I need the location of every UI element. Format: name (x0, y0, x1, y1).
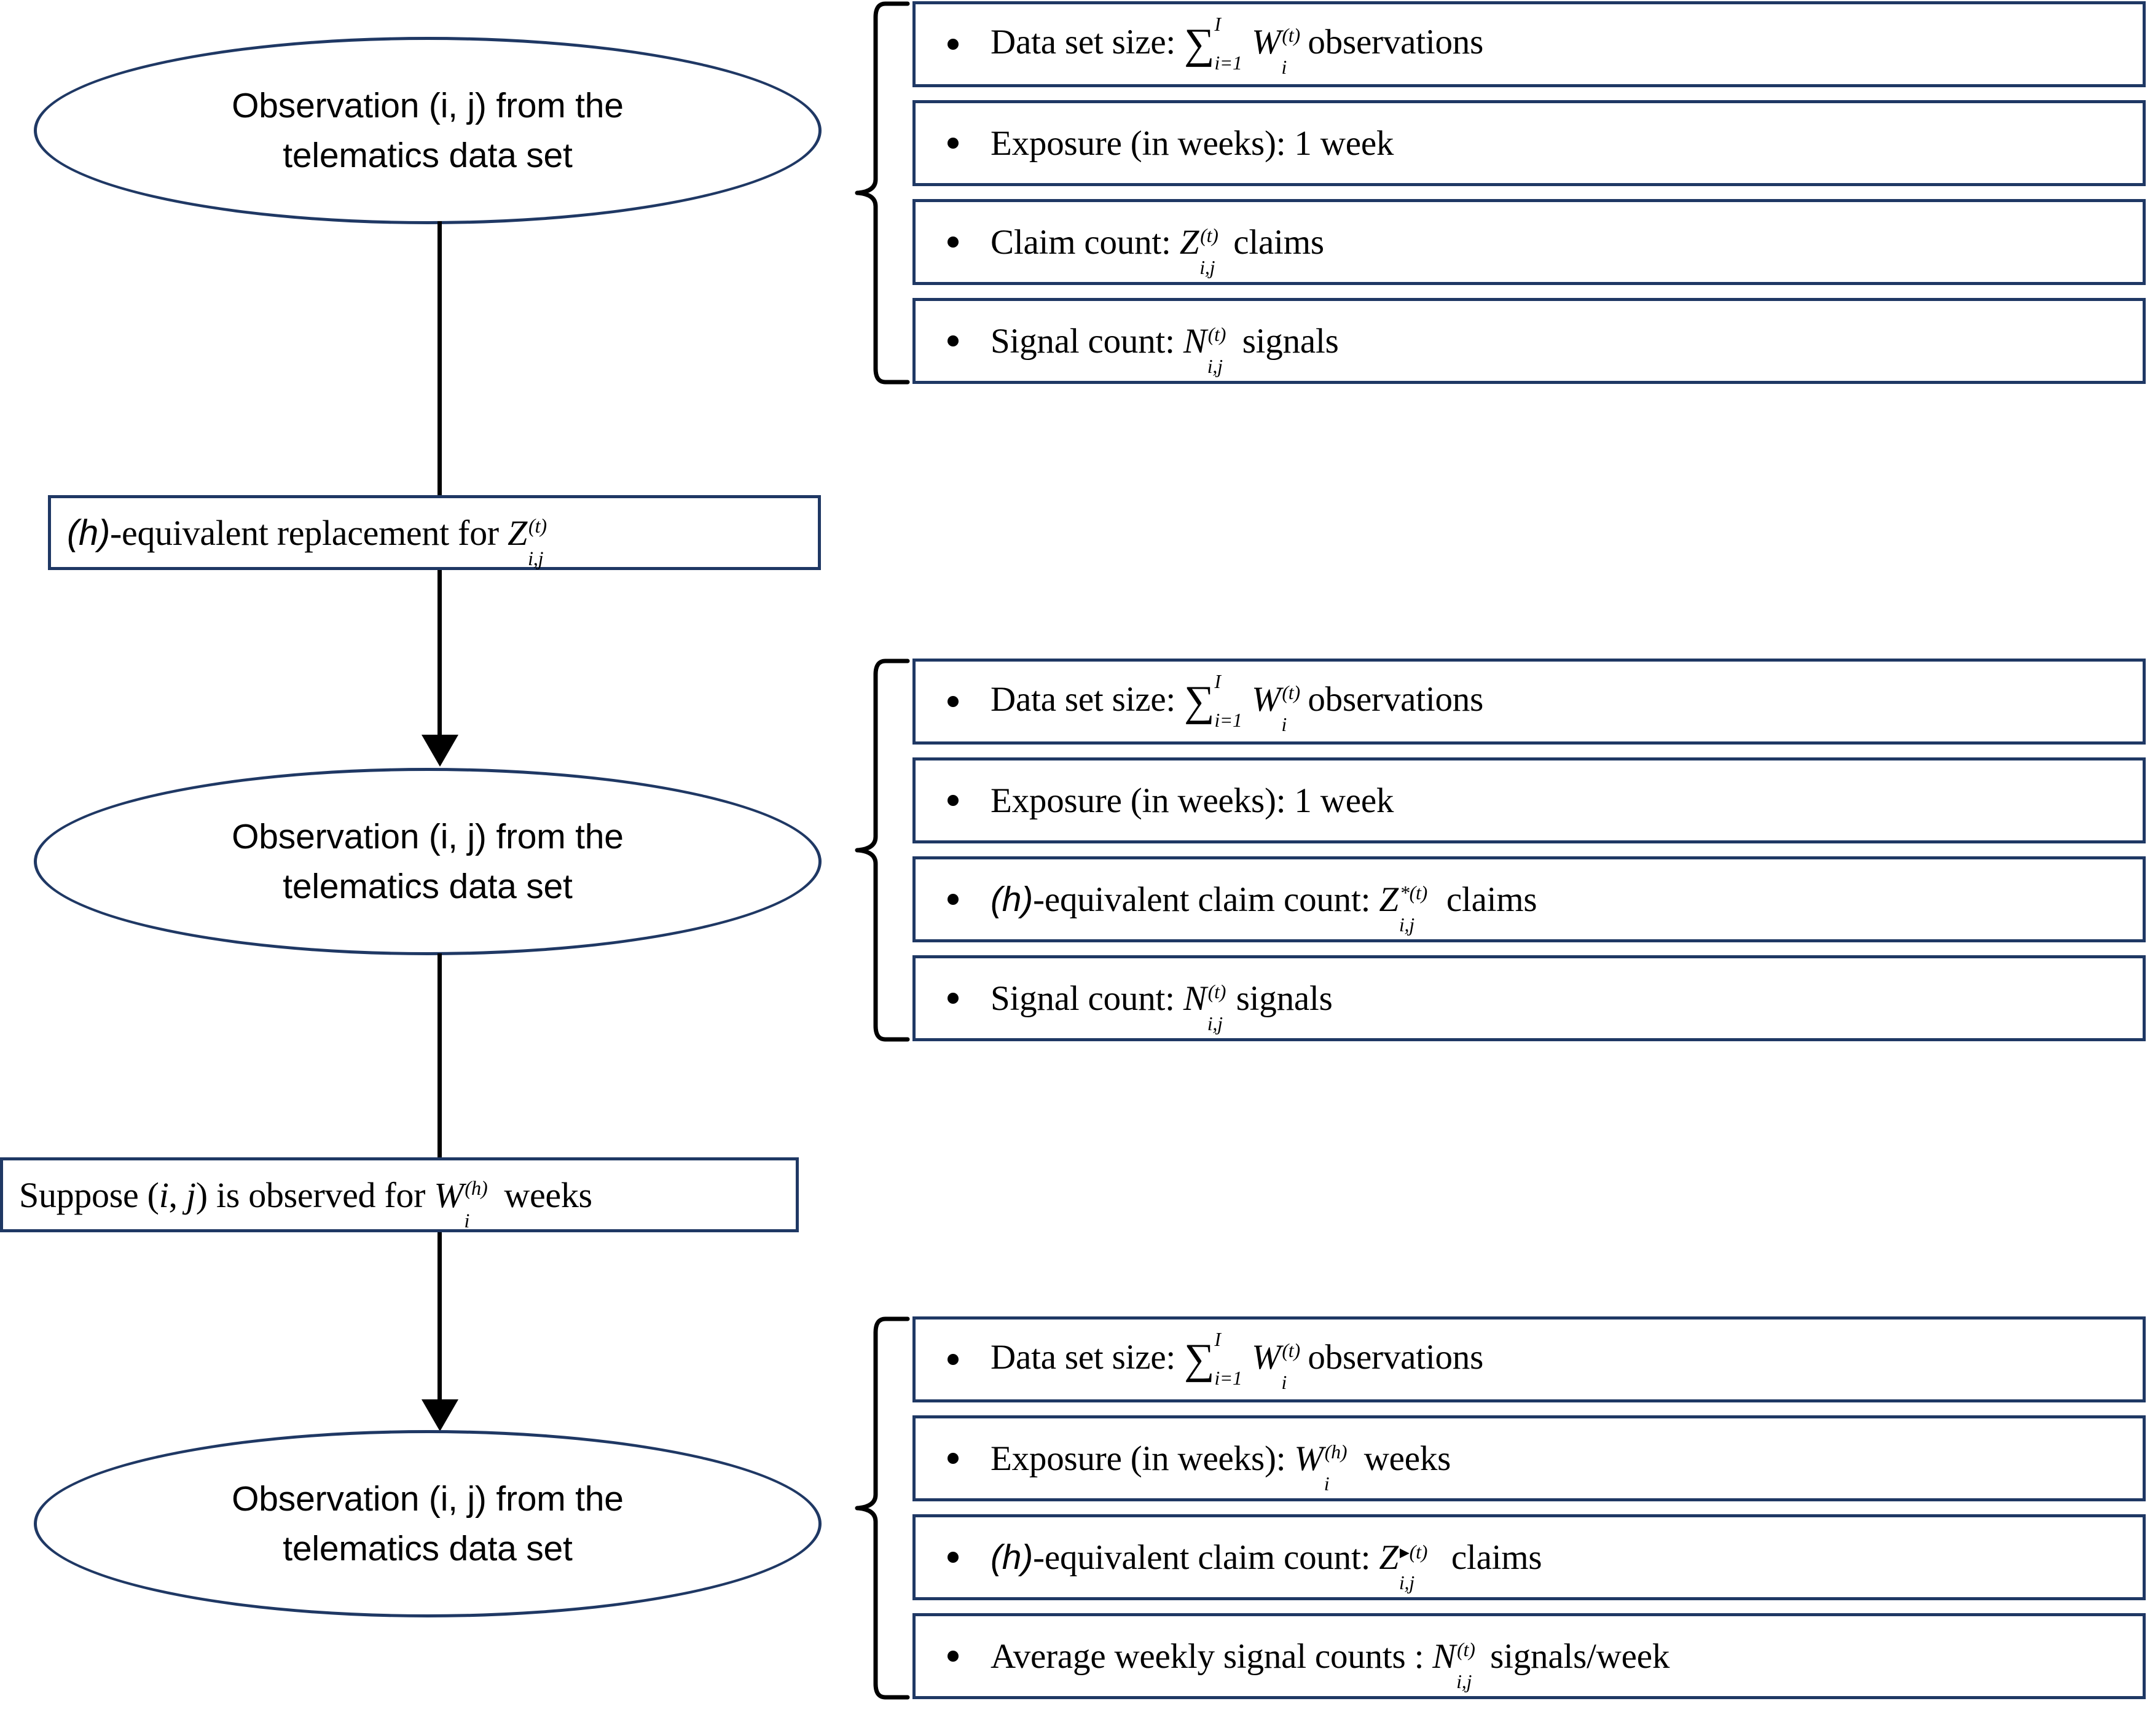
bullet-box-g1-exposure: Exposure (in weeks): 1 week (912, 100, 2146, 186)
connector-3 (437, 953, 442, 1160)
node-observation-1-text: Observation (i, j) from the telematics d… (158, 81, 697, 181)
bullet-dot-icon (947, 237, 959, 248)
arrowhead-icon-1 (422, 735, 458, 767)
node-line-2: telematics data set (283, 135, 573, 175)
node-line-2: telematics data set (283, 1528, 573, 1568)
node-observation-3: Observation (i, j) from the telematics d… (34, 1430, 822, 1617)
bullet-text: Exposure (in weeks): 1 week (991, 781, 1394, 820)
brace-group-1 (851, 0, 912, 386)
connector-1 (437, 221, 442, 496)
connector-4 (437, 1232, 442, 1410)
bullet-dot-icon (947, 993, 959, 1004)
node-observation-3-text: Observation (i, j) from the telematics d… (158, 1474, 697, 1574)
bullet-dot-icon (947, 894, 959, 905)
node-line-1: Observation (i, j) from the (232, 816, 624, 856)
bullet-dot-icon (947, 335, 959, 346)
bullet-dot-icon (947, 138, 959, 149)
node-observation-2-text: Observation (i, j) from the telematics d… (158, 812, 697, 912)
bullet-dot-icon (947, 795, 959, 806)
bullet-text: Exposure (in weeks): 1 week (991, 124, 1394, 163)
bullet-dot-icon (947, 1552, 959, 1563)
node-observation-2: Observation (i, j) from the telematics d… (34, 768, 822, 955)
transition-step-1-text: (h)-equivalent replacement for Z(t)i,j (67, 512, 547, 570)
bullet-dot-icon (947, 1651, 959, 1662)
bullet-box-g2-exposure: Exposure (in weeks): 1 week (912, 757, 2146, 843)
bullet-dot-icon (947, 696, 959, 707)
brace-group-3 (851, 1315, 912, 1701)
node-line-1: Observation (i, j) from the (232, 85, 624, 125)
bullet-dot-icon (947, 1453, 959, 1464)
node-line-2: telematics data set (283, 866, 573, 906)
transition-box-step-1: (h)-equivalent replacement for Z(t)i,j (48, 495, 821, 570)
brace-group-2 (851, 657, 912, 1043)
arrowhead-icon-2 (422, 1399, 458, 1431)
bullet-dot-icon (947, 1354, 959, 1365)
connector-2 (437, 570, 442, 742)
node-observation-1: Observation (i, j) from the telematics d… (34, 37, 822, 224)
node-line-1: Observation (i, j) from the (232, 1479, 624, 1519)
bullet-dot-icon (947, 39, 959, 50)
